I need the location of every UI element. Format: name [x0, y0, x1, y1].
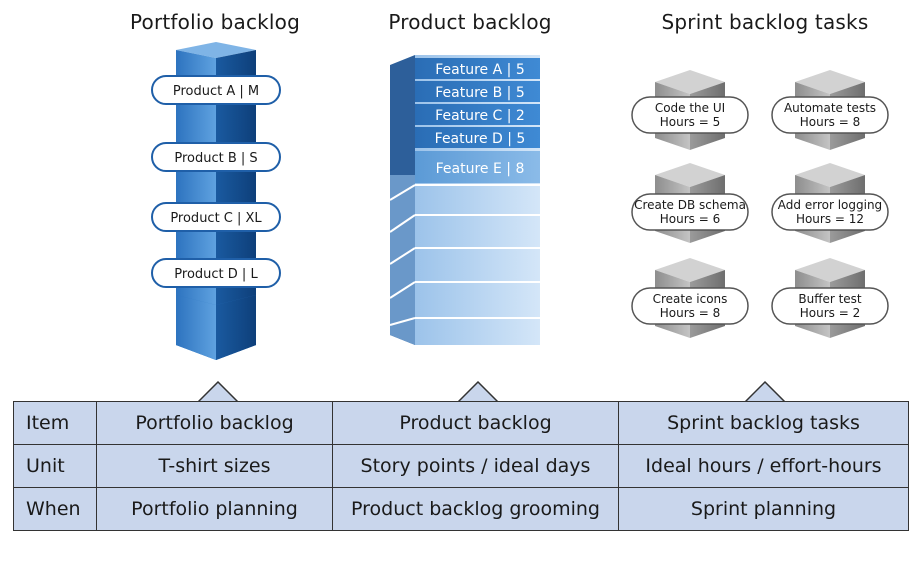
table-cell: Product backlog	[332, 401, 619, 445]
summary-table: Item Portfolio backlog Product backlog S…	[13, 401, 909, 531]
table-row: When Portfolio planning Product backlog …	[13, 487, 909, 531]
product-stack	[389, 55, 540, 345]
task-name: Create DB schema	[634, 198, 746, 212]
portfolio-item-2: Product C | XL	[151, 202, 281, 232]
row-header: Item	[13, 401, 97, 445]
portfolio-item-label: Product D | L	[174, 267, 258, 282]
task-name: Code the UI	[655, 101, 725, 115]
task-name: Create icons	[653, 292, 728, 306]
table-cell: T-shirt sizes	[96, 444, 333, 488]
sprint-task-1: Automate tests Hours = 8	[771, 70, 889, 150]
feature-label: Feature B | 5	[435, 85, 524, 101]
row-header: Unit	[13, 444, 97, 488]
feature-label: Feature E | 8	[436, 161, 525, 177]
feature-label: Feature D | 5	[435, 131, 526, 147]
portfolio-item-label: Product C | XL	[170, 211, 262, 226]
table-cell: Sprint planning	[618, 487, 909, 531]
portfolio-item-label: Product B | S	[174, 151, 257, 166]
table-cell: Sprint backlog tasks	[618, 401, 909, 445]
heading-portfolio-backlog: Portfolio backlog	[129, 10, 301, 34]
portfolio-item-3: Product D | L	[151, 258, 281, 288]
feature-label: Feature C | 2	[435, 108, 525, 124]
product-feature-0: Feature A | 5	[415, 58, 540, 79]
table-cell: Portfolio planning	[96, 487, 333, 531]
table-pointers	[196, 380, 787, 403]
task-hours: Hours = 2	[800, 306, 860, 320]
table-cell: Story points / ideal days	[332, 444, 619, 488]
product-feature-1: Feature B | 5	[415, 81, 540, 102]
portfolio-item-label: Product A | M	[173, 84, 259, 99]
sprint-task-5: Buffer test Hours = 2	[771, 258, 889, 338]
sprint-task-0: Code the UI Hours = 5	[631, 70, 749, 150]
sprint-task-3: Add error logging Hours = 12	[771, 163, 889, 243]
product-feature-2: Feature C | 2	[415, 104, 540, 125]
product-feature-3: Feature D | 5	[415, 127, 540, 148]
task-name: Add error logging	[778, 198, 882, 212]
task-hours: Hours = 5	[660, 115, 720, 129]
task-hours: Hours = 12	[796, 212, 864, 226]
table-row: Item Portfolio backlog Product backlog S…	[13, 401, 909, 445]
product-feature-4: Feature E | 8	[415, 151, 540, 183]
portfolio-item-1: Product B | S	[151, 142, 281, 172]
table-cell: Product backlog grooming	[332, 487, 619, 531]
table-cell: Ideal hours / effort-hours	[618, 444, 909, 488]
task-hours: Hours = 8	[800, 115, 860, 129]
heading-product-backlog: Product backlog	[388, 10, 552, 34]
task-name: Buffer test	[798, 292, 862, 306]
sprint-task-4: Create icons Hours = 8	[631, 258, 749, 338]
row-header: When	[13, 487, 97, 531]
portfolio-item-0: Product A | M	[151, 75, 281, 105]
table-cell: Portfolio backlog	[96, 401, 333, 445]
task-hours: Hours = 8	[660, 306, 720, 320]
task-hours: Hours = 6	[660, 212, 720, 226]
heading-sprint-backlog-tasks: Sprint backlog tasks	[661, 10, 869, 34]
feature-label: Feature A | 5	[435, 62, 524, 78]
task-name: Automate tests	[784, 101, 876, 115]
sprint-task-2: Create DB schema Hours = 6	[631, 163, 749, 243]
table-row: Unit T-shirt sizes Story points / ideal …	[13, 444, 909, 488]
